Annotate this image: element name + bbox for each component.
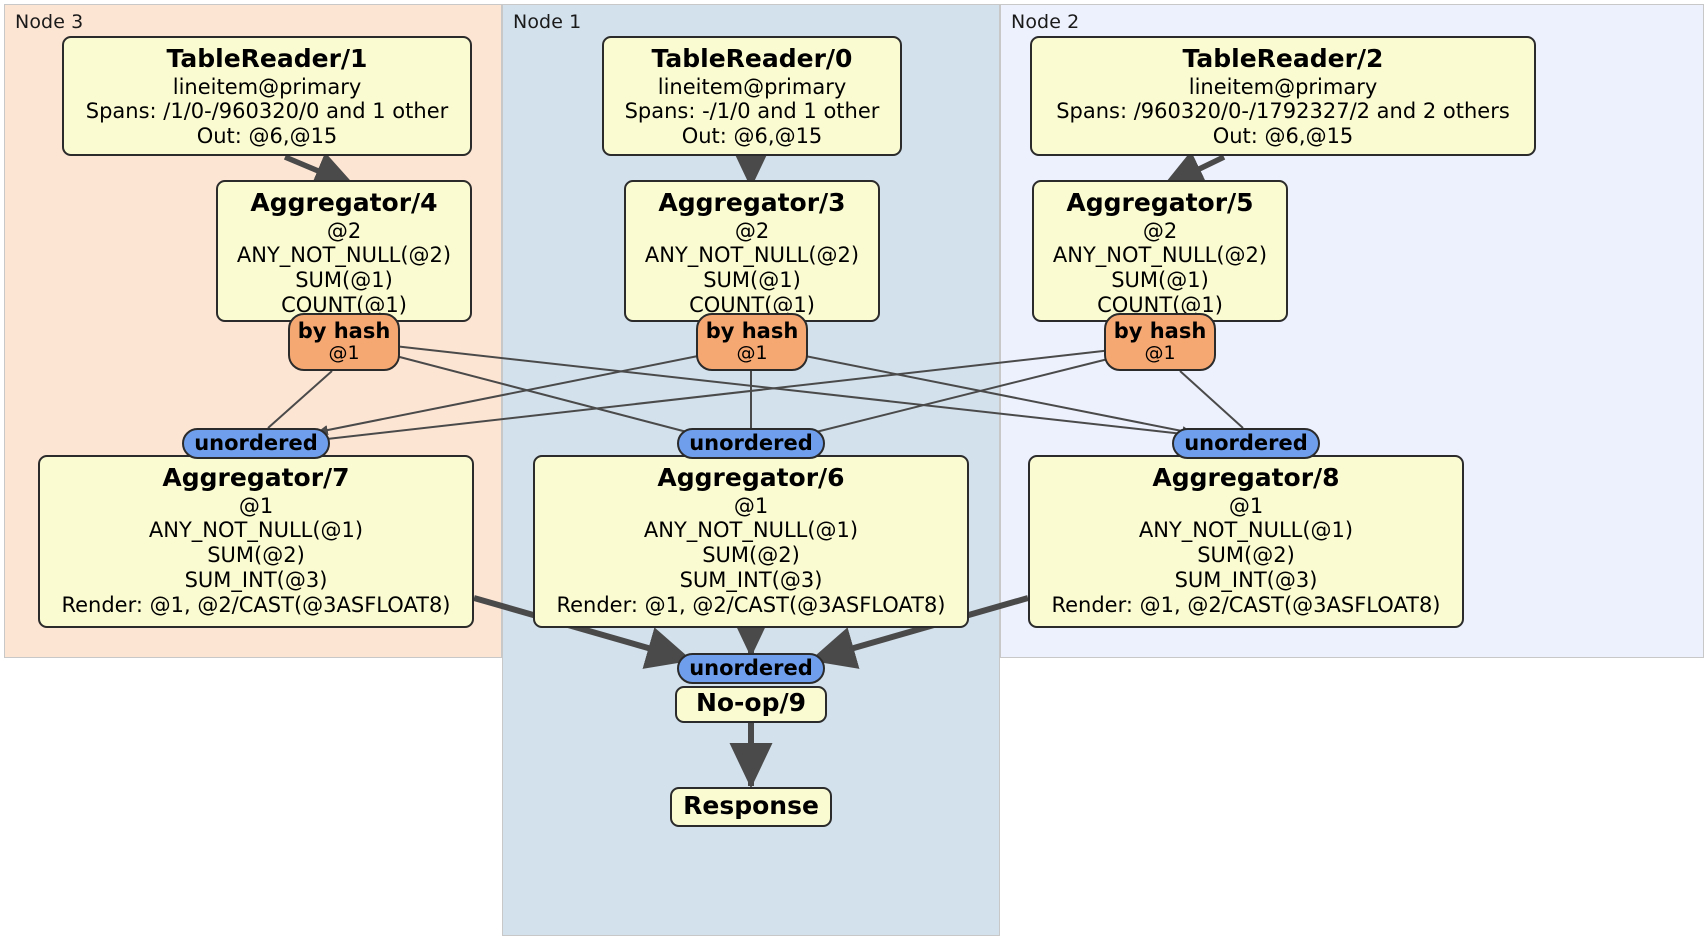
processor-line: ANY_NOT_NULL(@2) xyxy=(1052,243,1268,268)
processor-line: ANY_NOT_NULL(@1) xyxy=(1138,518,1354,543)
processor-line: SUM(@2) xyxy=(1197,543,1295,568)
router-by-hash-left[interactable]: by hash @1 xyxy=(288,313,400,371)
router-subtitle: @1 xyxy=(1144,342,1176,365)
processor-title: Aggregator/8 xyxy=(1152,463,1340,492)
processor-line: lineitem@primary xyxy=(172,74,362,99)
region-node-3-label: Node 3 xyxy=(15,11,84,33)
processor-line: Out: @6,@15 xyxy=(1212,124,1354,149)
processor-aggregator-5[interactable]: Aggregator/5 @2 ANY_NOT_NULL(@2) SUM(@1)… xyxy=(1032,180,1288,322)
processor-line: ANY_NOT_NULL(@2) xyxy=(644,243,860,268)
processor-title: Aggregator/5 xyxy=(1066,188,1254,217)
processor-aggregator-3[interactable]: Aggregator/3 @2 ANY_NOT_NULL(@2) SUM(@1)… xyxy=(624,180,880,322)
processor-line: @1 xyxy=(238,493,274,518)
processor-title: TableReader/1 xyxy=(166,44,368,73)
router-subtitle: @1 xyxy=(736,342,768,365)
processor-line: @1 xyxy=(733,493,769,518)
processor-tablereader-0[interactable]: TableReader/0 lineitem@primary Spans: -/… xyxy=(602,36,902,156)
processor-title: Aggregator/3 xyxy=(658,188,846,217)
region-node-1-label: Node 1 xyxy=(513,11,582,33)
processor-line: SUM(@1) xyxy=(295,268,393,293)
processor-noop-9[interactable]: No-op/9 xyxy=(675,686,827,723)
processor-title: Aggregator/6 xyxy=(657,463,845,492)
processor-line: @2 xyxy=(1142,218,1178,243)
processor-response[interactable]: Response xyxy=(670,787,832,827)
processor-line: Render: @1, @2/CAST(@3ASFLOAT8) xyxy=(556,593,946,618)
processor-title: TableReader/2 xyxy=(1182,44,1384,73)
synchronizer-unordered-final[interactable]: unordered xyxy=(677,653,825,684)
processor-line: ANY_NOT_NULL(@2) xyxy=(236,243,452,268)
processor-line: lineitem@primary xyxy=(1188,74,1378,99)
synchronizer-title: unordered xyxy=(689,431,813,456)
processor-line: Render: @1, @2/CAST(@3ASFLOAT8) xyxy=(1051,593,1441,618)
synchronizer-title: unordered xyxy=(689,656,813,681)
processor-title: TableReader/0 xyxy=(651,44,853,73)
router-by-hash-center[interactable]: by hash @1 xyxy=(696,313,808,371)
processor-line: Spans: /1/0-/960320/0 and 1 other xyxy=(85,99,449,124)
processor-line: SUM_INT(@3) xyxy=(1174,568,1318,593)
processor-line: ANY_NOT_NULL(@1) xyxy=(643,518,859,543)
processor-aggregator-6[interactable]: Aggregator/6 @1 ANY_NOT_NULL(@1) SUM(@2)… xyxy=(533,455,969,628)
synchronizer-title: unordered xyxy=(194,431,318,456)
processor-tablereader-2[interactable]: TableReader/2 lineitem@primary Spans: /9… xyxy=(1030,36,1536,156)
processor-line: SUM(@2) xyxy=(207,543,305,568)
processor-title: Aggregator/7 xyxy=(162,463,350,492)
processor-line: SUM(@2) xyxy=(702,543,800,568)
processor-line: @2 xyxy=(734,218,770,243)
processor-line: lineitem@primary xyxy=(657,74,847,99)
synchronizer-unordered-right[interactable]: unordered xyxy=(1172,428,1320,459)
router-by-hash-right[interactable]: by hash @1 xyxy=(1104,313,1216,371)
processor-tablereader-1[interactable]: TableReader/1 lineitem@primary Spans: /1… xyxy=(62,36,472,156)
processor-line: ANY_NOT_NULL(@1) xyxy=(148,518,364,543)
processor-line: SUM_INT(@3) xyxy=(184,568,328,593)
router-title: by hash xyxy=(1113,319,1207,343)
synchronizer-unordered-center[interactable]: unordered xyxy=(677,428,825,459)
processor-aggregator-8[interactable]: Aggregator/8 @1 ANY_NOT_NULL(@1) SUM(@2)… xyxy=(1028,455,1464,628)
processor-line: Out: @6,@15 xyxy=(196,124,338,149)
synchronizer-unordered-left[interactable]: unordered xyxy=(182,428,330,459)
processor-title: Response xyxy=(683,790,819,820)
processor-aggregator-4[interactable]: Aggregator/4 @2 ANY_NOT_NULL(@2) SUM(@1)… xyxy=(216,180,472,322)
processor-line: Spans: -/1/0 and 1 other xyxy=(624,99,880,124)
processor-line: SUM(@1) xyxy=(1111,268,1209,293)
region-node-2-label: Node 2 xyxy=(1011,11,1080,33)
processor-line: Spans: /960320/0-/1792327/2 and 2 others xyxy=(1056,99,1510,124)
router-title: by hash xyxy=(705,319,799,343)
processor-line: Render: @1, @2/CAST(@3ASFLOAT8) xyxy=(61,593,451,618)
processor-line: SUM_INT(@3) xyxy=(679,568,823,593)
processor-title: No-op/9 xyxy=(695,688,807,718)
router-title: by hash xyxy=(297,319,391,343)
processor-aggregator-7[interactable]: Aggregator/7 @1 ANY_NOT_NULL(@1) SUM(@2)… xyxy=(38,455,474,628)
synchronizer-title: unordered xyxy=(1184,431,1308,456)
processor-title: Aggregator/4 xyxy=(250,188,438,217)
router-subtitle: @1 xyxy=(328,342,360,365)
processor-line: Out: @6,@15 xyxy=(681,124,823,149)
processor-line: @2 xyxy=(326,218,362,243)
processor-line: @1 xyxy=(1228,493,1264,518)
processor-line: SUM(@1) xyxy=(703,268,801,293)
